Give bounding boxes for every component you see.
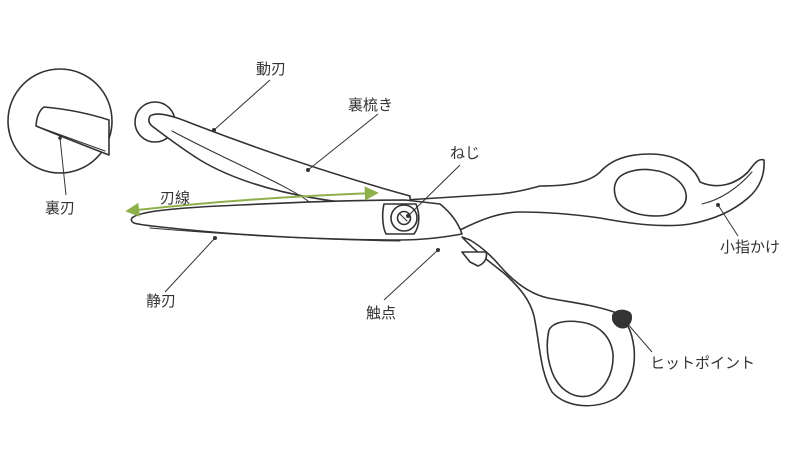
hit-point-label: ヒットポイント	[650, 354, 755, 372]
still-blade-edge-line	[149, 227, 401, 242]
moving-handle	[404, 153, 765, 238]
back-groove-label: 裏梳き	[348, 96, 393, 114]
still-handle	[461, 236, 636, 407]
back-edge-label: 裏刃	[45, 199, 75, 217]
finger-rest-tail	[701, 171, 753, 205]
tang-piece	[461, 251, 488, 267]
finger-rest-label: 小指かけ	[720, 238, 780, 256]
leaders	[59, 79, 739, 353]
back-edge-detail-circle	[7, 68, 113, 174]
contact-point-label: 触点	[366, 304, 396, 322]
blade-line-arrow	[125, 186, 379, 217]
blade-line-label: 刃線	[160, 189, 190, 207]
pivot-screw	[381, 203, 420, 235]
still-blade-label: 静刃	[146, 292, 176, 310]
still-handle-ring	[546, 320, 614, 398]
moving-blade-label: 動刃	[256, 60, 286, 78]
screw-label: ねじ	[450, 144, 480, 162]
moving-handle-ring	[613, 168, 687, 217]
